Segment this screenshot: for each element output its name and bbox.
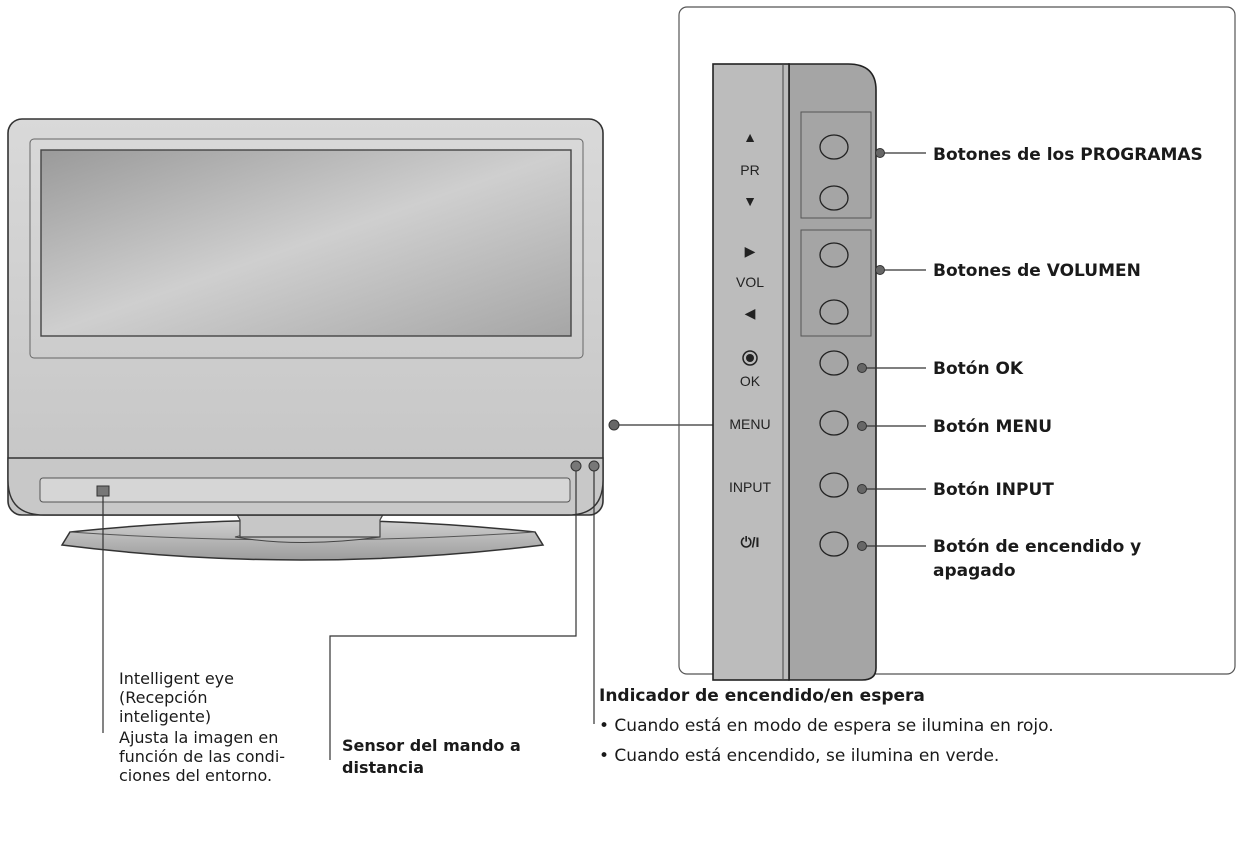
power-button[interactable]: [819, 531, 849, 557]
pr-label: PR: [740, 162, 759, 178]
panel-labels: ▲ PR ▼ ▶ VOL ◀ OK MENU INPUT ⏻/I: [729, 129, 771, 550]
panel-buttons: [819, 134, 849, 557]
remote-sensor-line2: distancia: [342, 758, 425, 777]
pr-down-button[interactable]: [819, 185, 849, 211]
intelligent-eye-desc-2: función de las condi-: [119, 747, 286, 766]
volume-callout: Botones de VOLUMEN: [933, 261, 1141, 281]
power-callout-line1: Botón de encendido y: [933, 537, 1142, 557]
intelligent-eye-caption: Intelligent eye (Recepción inteligente) …: [119, 669, 285, 785]
tv-stand: [60, 503, 545, 561]
vol-left-arrow: ◀: [745, 305, 756, 321]
remote-sensor-caption: Sensor del mando a distancia: [342, 735, 521, 779]
intelligent-eye-sensor: [96, 485, 110, 497]
remote-sensor-dot: [570, 460, 582, 472]
power-indicator-bullet-2: • Cuando está encendido, se ilumina en v…: [599, 746, 1000, 766]
intelligent-eye-desc-1: Ajusta la imagen en: [119, 728, 279, 747]
side-panel-dot: [608, 419, 620, 431]
menu-button[interactable]: [819, 410, 849, 436]
side-control-panel: [712, 63, 877, 681]
power-label: ⏻/I: [741, 534, 760, 550]
menu-callout: Botón MENU: [933, 417, 1053, 437]
remote-sensor-line1: Sensor del mando a: [342, 736, 521, 755]
ok-callout: Botón OK: [933, 359, 1024, 379]
input-label: INPUT: [729, 479, 771, 495]
pr-up-arrow: ▲: [743, 129, 757, 145]
callout-leaders: [857, 148, 926, 551]
power-indicator-bullet-1: • Cuando está en modo de espera se ilumi…: [599, 716, 1054, 736]
intelligent-eye-title-3: inteligente): [119, 707, 212, 726]
power-indicator-dot: [588, 460, 600, 472]
ok-label: OK: [740, 373, 761, 389]
input-callout: Botón INPUT: [933, 480, 1054, 500]
input-button[interactable]: [819, 472, 849, 498]
intelligent-eye-title-1: Intelligent eye: [119, 669, 234, 688]
detail-panel-frame: [678, 6, 1236, 675]
intelligent-eye-title-2: (Recepción: [119, 688, 208, 707]
pr-down-arrow: ▼: [743, 193, 757, 209]
power-indicator-title: Indicador de encendido/en espera: [599, 686, 925, 706]
vol-up-button[interactable]: [819, 242, 849, 268]
pr-up-button[interactable]: [819, 134, 849, 160]
vol-right-arrow: ▶: [745, 243, 756, 259]
menu-label: MENU: [729, 416, 770, 432]
ok-icon: [742, 350, 758, 366]
vol-label: VOL: [736, 274, 764, 290]
power-indicator-caption: Indicador de encendido/en espera • Cuand…: [599, 681, 1054, 771]
ok-button[interactable]: [819, 350, 849, 376]
intelligent-eye-desc-3: ciones del entorno.: [119, 766, 273, 785]
programs-callout: Botones de los PROGRAMAS: [933, 145, 1203, 165]
tv-body: [7, 118, 604, 516]
vol-down-button[interactable]: [819, 299, 849, 325]
power-callout-line2: apagado: [933, 561, 1016, 581]
power-callout: Botón de encendido y apagado: [933, 535, 1141, 583]
